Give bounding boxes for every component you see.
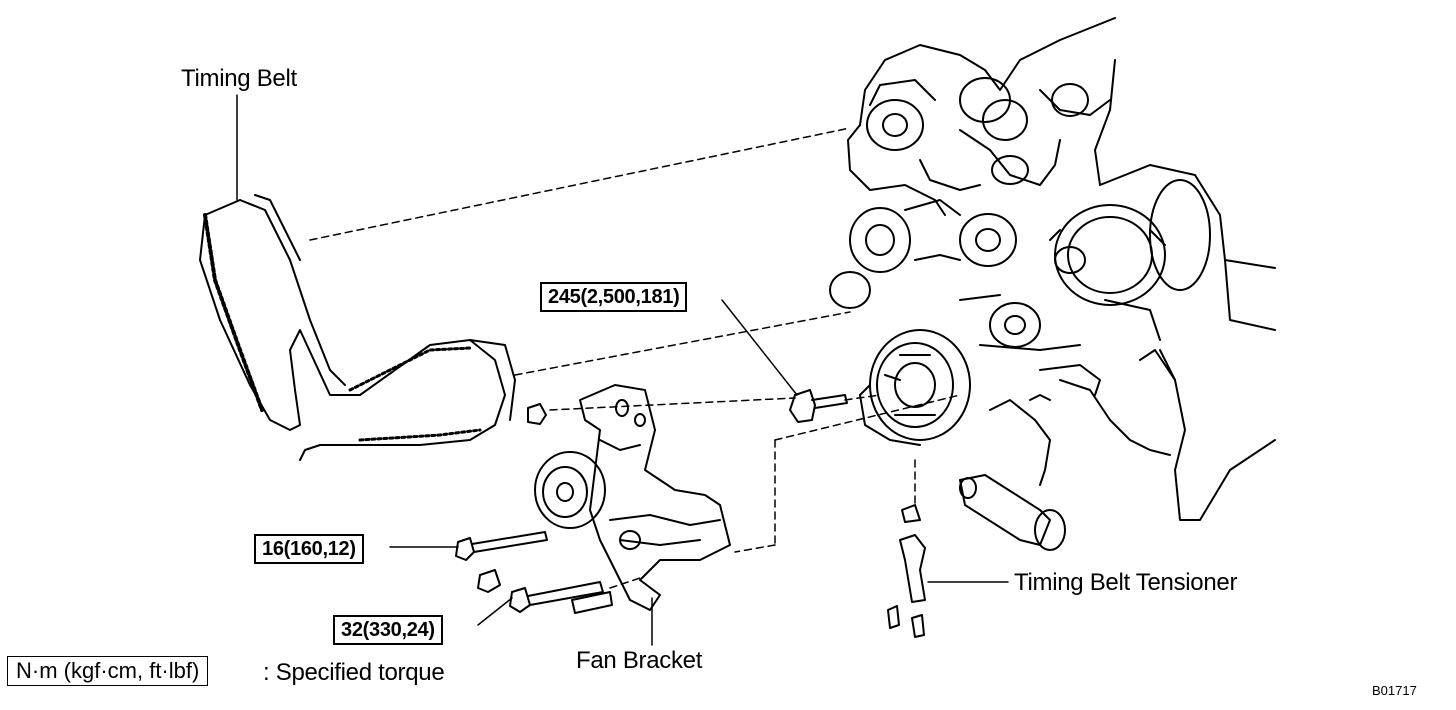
alignment-lines [309,127,961,589]
timing-belt-tensioner-label: Timing Belt Tensioner [1014,569,1238,596]
engine-block [829,17,1276,551]
timing-belt-drawing [199,194,516,461]
legend-torque-units-box: N·m (kgf·cm, ft·lbf) [7,656,209,686]
lower-bolt-torque-box: 32(330,24) [333,615,443,645]
figure-code: B01717 [1372,683,1417,698]
timing-belt-label: Timing Belt [181,65,297,92]
fasteners [455,389,926,638]
fan-bracket-label: Fan Bracket [576,647,703,674]
fan-bracket-drawing [534,384,731,611]
leader-lines [236,94,1009,646]
crank-bolt-torque-box: 245(2,500,181) [540,282,688,312]
upper-bolt-torque-box: 16(160,12) [254,534,364,564]
legend-description: : Specified torque [263,659,445,686]
